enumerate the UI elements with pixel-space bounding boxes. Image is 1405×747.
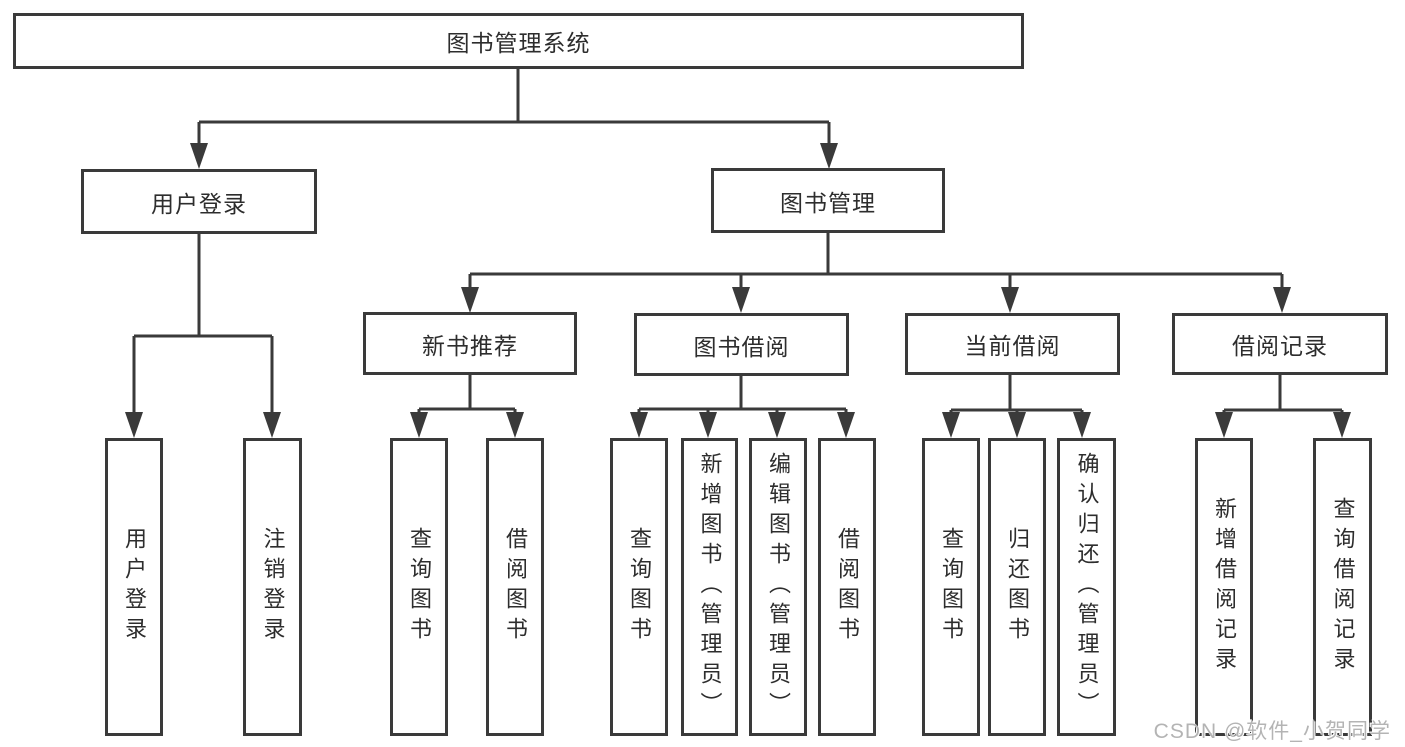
leaf-return-books: 归还图书 bbox=[988, 438, 1046, 736]
node-user-login: 用户登录 bbox=[81, 169, 317, 234]
node-borrowing-records: 借阅记录 bbox=[1172, 313, 1388, 375]
node-system-root: 图书管理系统 bbox=[13, 13, 1024, 69]
node-new-book-recommend: 新书推荐 bbox=[363, 312, 577, 375]
node-label: 查询图书 bbox=[407, 527, 432, 647]
csdn-watermark: CSDN @软件_小贺同学 bbox=[1153, 720, 1391, 743]
node-label: 图书借阅 bbox=[693, 333, 790, 360]
node-label: 注销登录 bbox=[260, 527, 286, 647]
node-label: 编辑图书（管理员） bbox=[766, 452, 791, 722]
node-book-management: 图书管理 bbox=[711, 168, 945, 233]
node-book-borrowing: 图书借阅 bbox=[634, 313, 849, 376]
leaf-borrow-books: 借阅图书 bbox=[818, 438, 876, 736]
node-label: 当前借阅 bbox=[964, 333, 1061, 359]
node-label: 图书管理 bbox=[780, 189, 876, 216]
node-label: 新增图书（管理员） bbox=[697, 452, 723, 722]
arrowhead-icons bbox=[125, 143, 1351, 438]
node-label: 查询借阅记录 bbox=[1330, 497, 1356, 677]
node-current-borrowing: 当前借阅 bbox=[905, 313, 1120, 375]
node-label: 图书管理系统 bbox=[446, 30, 591, 56]
leaf-confirm-return-admin: 确认归还（管理员） bbox=[1057, 438, 1116, 736]
node-label: 借阅图书 bbox=[503, 527, 528, 647]
node-label: 新书推荐 bbox=[422, 332, 518, 359]
node-label: 查询图书 bbox=[627, 527, 652, 647]
leaf-add-borrow-record: 新增借阅记录 bbox=[1195, 438, 1253, 736]
leaf-add-books-admin: 新增图书（管理员） bbox=[681, 438, 738, 736]
node-label: 新增借阅记录 bbox=[1212, 497, 1237, 677]
leaf-logout: 注销登录 bbox=[243, 438, 302, 736]
node-label: 借阅图书 bbox=[835, 527, 860, 647]
leaf-borrow-books-recommend: 借阅图书 bbox=[486, 438, 544, 736]
leaf-query-borrow-record: 查询借阅记录 bbox=[1313, 438, 1372, 736]
node-label: 用户登录 bbox=[122, 527, 147, 647]
node-label: 用户登录 bbox=[151, 190, 247, 217]
leaf-query-books-current: 查询图书 bbox=[922, 438, 980, 736]
node-label: 归还图书 bbox=[1005, 527, 1030, 647]
node-label: 查询图书 bbox=[939, 527, 964, 647]
node-label: 确认归还（管理员） bbox=[1074, 452, 1100, 722]
leaf-user-login: 用户登录 bbox=[105, 438, 163, 736]
node-label: 借阅记录 bbox=[1232, 333, 1328, 359]
leaf-query-books-borrowing: 查询图书 bbox=[610, 438, 668, 736]
leaf-edit-books-admin: 编辑图书（管理员） bbox=[749, 438, 807, 736]
connector-stems bbox=[132, 69, 1344, 420]
leaf-query-books-recommend: 查询图书 bbox=[390, 438, 448, 736]
